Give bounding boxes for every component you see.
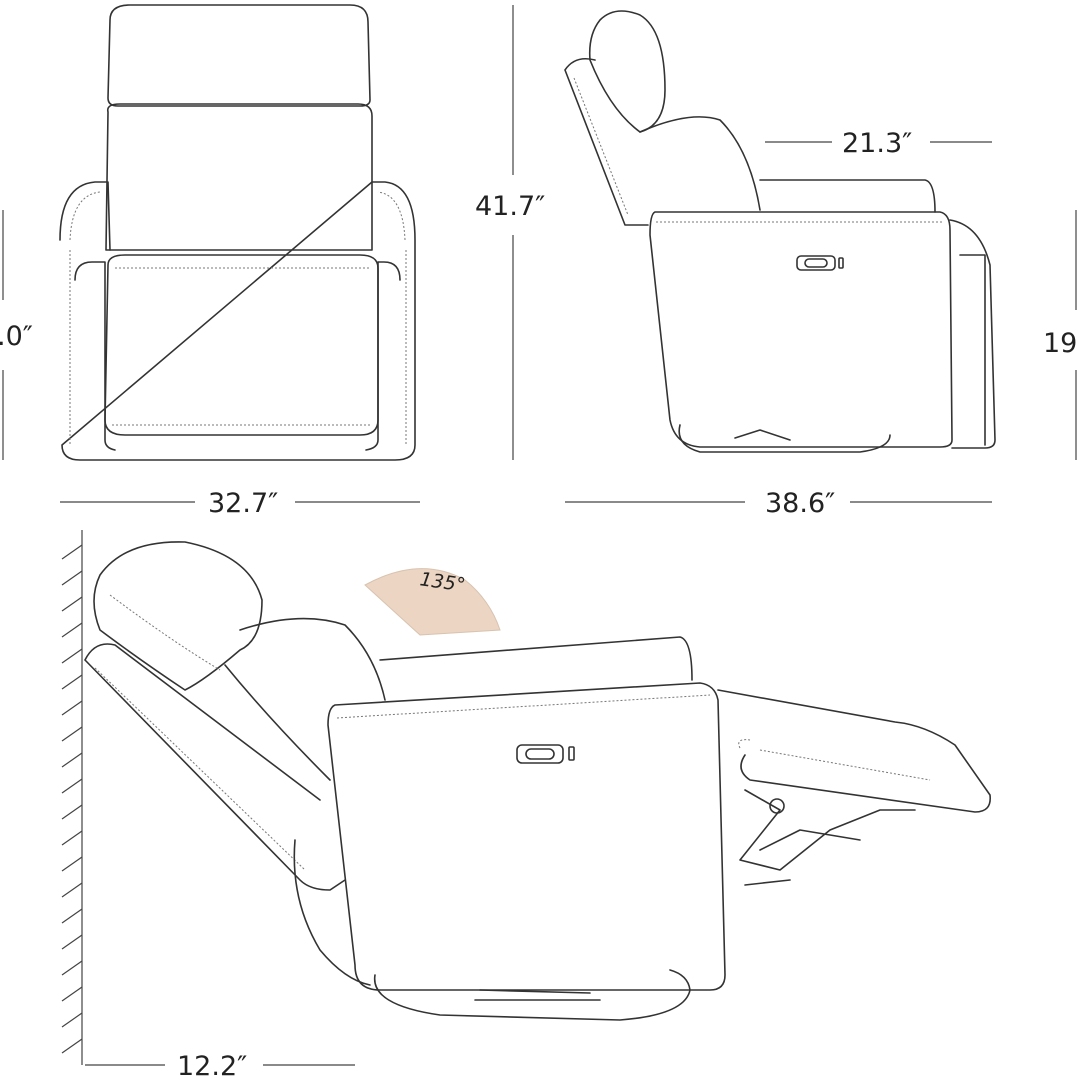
total-height-label: 41.7″ — [475, 191, 545, 222]
seat-depth-label: 21.3″ — [842, 128, 912, 159]
wall-hatch — [61, 908, 83, 924]
side-depth-label: 38.6″ — [765, 488, 835, 519]
front-width-label: 32.7″ — [208, 488, 278, 519]
wall-hatch — [61, 1038, 83, 1054]
wall-hatch — [61, 596, 83, 612]
wall-hatch — [61, 882, 83, 898]
power-control-icon — [796, 255, 844, 271]
wall-hatch — [61, 804, 83, 820]
wall-hatch — [61, 960, 83, 976]
reclined-chair — [84, 541, 992, 1021]
wall-hatch — [61, 544, 83, 560]
wall — [61, 530, 83, 1065]
front-height-label: .0″ — [0, 321, 33, 352]
wall-hatch — [61, 856, 83, 872]
wall-hatch — [61, 934, 83, 950]
wall-hatch — [61, 778, 83, 794]
side-view-chair — [564, 10, 996, 453]
side-height-label: 19. — [1043, 328, 1080, 359]
wall-hatch — [61, 674, 83, 690]
wall-clearance-label: 12.2″ — [177, 1051, 247, 1080]
wall-hatch — [61, 622, 83, 638]
power-control-icon — [516, 744, 575, 764]
wall-hatch — [61, 570, 83, 586]
wall-hatch — [61, 752, 83, 768]
wall-hatch — [61, 830, 83, 846]
wall-hatch — [61, 700, 83, 716]
wall-hatch — [61, 986, 83, 1002]
wall-hatch — [61, 726, 83, 742]
front-view-chair — [59, 4, 416, 461]
recline-angle-wedge — [364, 568, 501, 636]
wall-hatch — [61, 1012, 83, 1028]
wall-hatch — [61, 648, 83, 664]
